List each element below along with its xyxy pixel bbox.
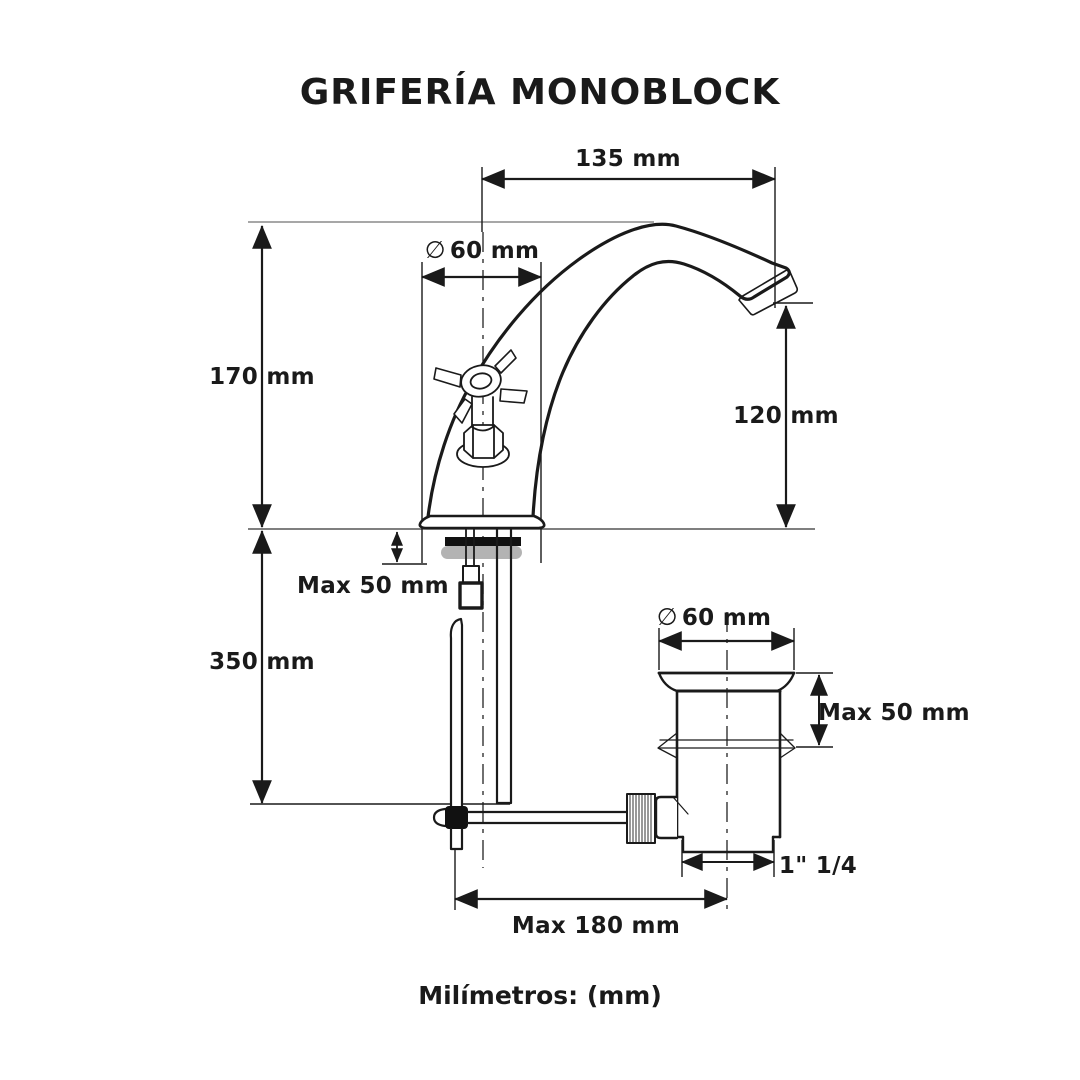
pop-up-linkage (432, 617, 629, 851)
diameter-symbol-icon: ∅ (424, 236, 446, 264)
mounting-washer-gray (441, 546, 522, 559)
handle-stem (471, 396, 494, 432)
handle-blade-right (499, 388, 528, 404)
mounting-washer-black (445, 537, 521, 546)
faucet-drawing (418, 222, 799, 851)
deck-max-value: Max 50 mm (297, 573, 449, 599)
centerlines (482, 232, 728, 912)
handle-blade-lower (453, 398, 473, 424)
horizontal-rod (466, 810, 629, 825)
spout-aerator (738, 269, 799, 316)
drain-deck-max-value: Max 50 mm (818, 700, 970, 726)
ball-joint-lug (432, 807, 447, 828)
lift-rod-clevis (458, 581, 484, 610)
dim-label-rod-reach: Max 180 mm (506, 913, 686, 939)
supply-tube (495, 527, 513, 805)
mounting-hardware (441, 527, 522, 805)
dim-label-faucet-diameter: ∅60 mm (402, 236, 562, 264)
dim-label-spout-height: 120 mm (706, 403, 866, 429)
dimension-lines (252, 169, 828, 909)
ball-joint (445, 806, 468, 829)
knurled-nut (626, 793, 656, 844)
dim-label-drain-diameter: ∅60 mm (634, 603, 794, 631)
drain-diameter-value: 60 mm (681, 605, 772, 631)
dim-label-under-deck: 350 mm (182, 649, 342, 675)
drain-tailpiece (681, 835, 775, 854)
handle-blade-upper (494, 349, 517, 374)
dim-label-tailpiece-thread: 1" 1/4 (738, 853, 898, 879)
lift-rod-upper (465, 528, 475, 567)
faucet-body-outline (426, 222, 791, 519)
dim-label-deck-max: Max 50 mm (283, 573, 463, 599)
spout-height-value: 120 mm (733, 403, 839, 429)
rod-reach-value: Max 180 mm (511, 913, 681, 939)
diameter-symbol-icon: ∅ (656, 603, 678, 631)
drain-body-sides (675, 689, 782, 839)
dim-label-drain-deck-max: Max 50 mm (804, 700, 984, 726)
faucet-base-skirt (418, 514, 546, 530)
pop-up-vertical-rod (449, 617, 464, 808)
faucet-height-value: 170 mm (209, 364, 315, 390)
under-deck-value: 350 mm (209, 649, 315, 675)
dim-label-faucet-height: 170 mm (182, 364, 342, 390)
pop-up-rod-lower (449, 827, 464, 851)
extension-lines (250, 167, 833, 910)
drain-elbow-chamfer (672, 796, 689, 815)
units-note: Milímetros: (mm) (418, 981, 662, 1010)
faucet-diameter-value: 60 mm (449, 238, 540, 264)
lift-rod-connector (462, 565, 480, 584)
page-title: GRIFERÍA MONOBLOCK (299, 72, 781, 113)
dim-label-spout-reach: 135 mm (548, 146, 708, 172)
drain-outlet-elbow (654, 795, 679, 840)
handle-hub-hole (469, 372, 493, 390)
spout-reach-value: 135 mm (575, 146, 681, 172)
cross-handle (433, 349, 528, 468)
handle-blade-left (433, 367, 462, 388)
drain-drawing (626, 671, 796, 854)
drain-gasket (657, 732, 796, 759)
tailpiece-thread-value: 1" 1/4 (778, 853, 858, 879)
